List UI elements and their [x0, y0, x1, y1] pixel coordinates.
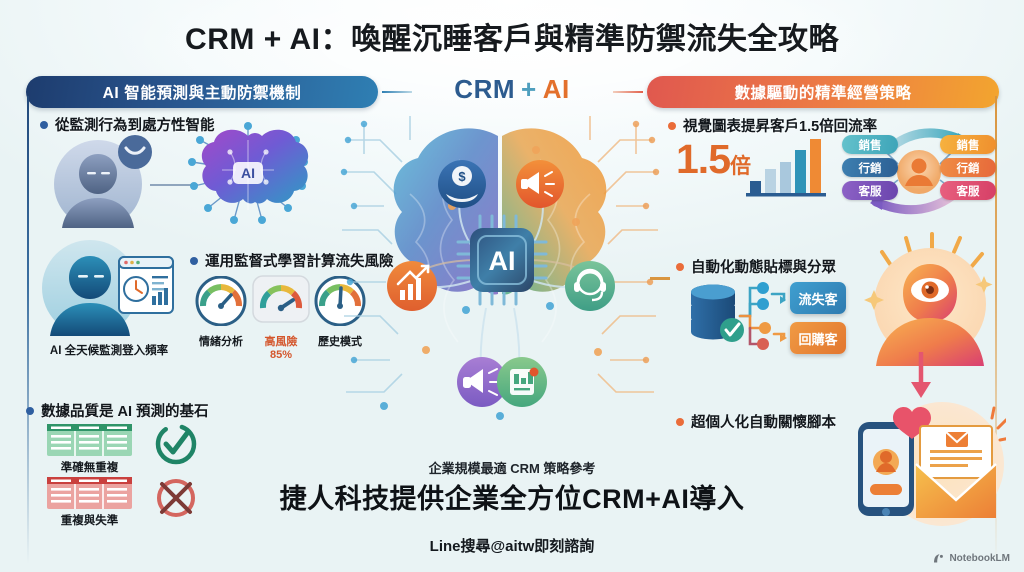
- analytics-doc-icon: [497, 357, 547, 407]
- cycle-left-label-0: 銷售: [858, 139, 882, 152]
- notebooklm-logo-icon: [934, 554, 944, 563]
- left-heading-3-label: 數據品質是 AI 預測的基石: [41, 404, 209, 420]
- cta-headline: 捷人科技提供企業全方位CRM+AI導入: [279, 484, 745, 514]
- stat-number: 1.5: [676, 136, 731, 182]
- brand-plus-text: +: [521, 74, 537, 104]
- cycle-left-label-2: 客服: [858, 185, 882, 198]
- bullet-dot-icon: [676, 262, 684, 271]
- stat-unit: 倍: [730, 155, 751, 178]
- left-section-pill: AI 智能預測與主動防禦機制: [26, 76, 378, 108]
- monitored-customer-icon: [42, 240, 138, 336]
- gauge-risk-value: 85%: [269, 349, 293, 361]
- ai-insight-eye-icon: [864, 232, 993, 366]
- right-heading-1: 視覺圖表提昇客戶1.5倍回流率: [668, 115, 877, 136]
- dirty-data-table-icon: [47, 477, 132, 509]
- left-heading-2: 運用監督式學習計算流失風險: [190, 250, 394, 271]
- right-heading-2-label: 自動化動態貼標與分眾: [691, 260, 836, 276]
- right-heading-3: 超個人化自動關懷腳本: [676, 411, 836, 432]
- megaphone-icon: [516, 160, 564, 208]
- cycle-right-label-2: 客服: [956, 185, 980, 198]
- cycle-left-label-1: 行銷: [858, 162, 882, 175]
- growth-bar-chart: [746, 139, 826, 197]
- cycle-right-item-2: 客服: [940, 181, 996, 200]
- check-circle-icon: [155, 423, 197, 465]
- cycle-right-label-0: 銷售: [956, 139, 980, 152]
- bullet-dot-icon: [40, 120, 48, 129]
- right-heading-3-label: 超個人化自動關懷腳本: [691, 415, 836, 431]
- central-ai-brain-graphic: $: [340, 116, 660, 420]
- dirty-data-caption: 重複與失準: [60, 515, 119, 527]
- retention-multiplier-stat: 1.5倍: [676, 136, 751, 183]
- gauge-sentiment-label: 情緒分析: [199, 336, 243, 348]
- clean-data-table-icon: [47, 424, 132, 456]
- center-brand: CRM+AI: [412, 74, 612, 105]
- gauge-high-risk: 高風險 85%: [252, 274, 310, 361]
- svg-text:$: $: [458, 169, 466, 184]
- cta-subtitle: 企業規模最適 CRM 策略參考: [428, 461, 596, 476]
- left-heading-2-label: 運用監督式學習計算流失風險: [205, 254, 394, 270]
- right-heading-1-label: 視覺圖表提昇客戶1.5倍回流率: [683, 119, 878, 135]
- brand-crm-text: CRM: [454, 74, 516, 104]
- page-title: CRM + AI：喚醒沉睡客戶與精準防禦流失全攻略: [185, 23, 839, 56]
- right-column-divider: [995, 96, 997, 564]
- bullet-dot-icon: [190, 256, 198, 265]
- left-pill-label: AI 智能預測與主動防禦機制: [102, 85, 302, 102]
- gauge-history-label: 歷史模式: [318, 336, 362, 348]
- megaphone-purple-icon: [457, 357, 507, 407]
- cross-circle-icon: [157, 479, 195, 517]
- right-connector-rule: [613, 91, 643, 93]
- svg-text:AI: AI: [489, 246, 516, 276]
- cycle-left-item-2: 客服: [842, 181, 898, 200]
- right-section-pill: 數據驅動的精準經營策略: [647, 76, 999, 108]
- gauge-risk-label: 高風險: [264, 336, 298, 348]
- svg-text:AI: AI: [241, 165, 255, 181]
- left-connector-rule: [382, 91, 412, 93]
- clean-data-caption: 準確無重複: [60, 462, 119, 474]
- gauge-history: 歷史模式: [312, 275, 368, 349]
- bullet-dot-icon: [676, 417, 684, 426]
- bullet-dot-icon: [26, 406, 34, 415]
- notebooklm-watermark: NotebookLM: [933, 553, 1010, 564]
- ai-chip: AI: [456, 214, 548, 306]
- tag-churn-label: 流失客: [798, 291, 838, 307]
- left-heading-3: 數據品質是 AI 預測的基石: [26, 400, 209, 421]
- right-pill-label: 數據驅動的精準經營策略: [734, 85, 912, 102]
- brand-ai-text: AI: [542, 74, 570, 104]
- sleeping-customer-icon: [54, 135, 152, 228]
- cycle-left-item-0: 銷售: [842, 135, 898, 154]
- cycle-right-item-1: 行銷: [940, 158, 996, 177]
- money-hand-icon: $: [438, 160, 486, 208]
- ai-brain-icon: AI: [188, 122, 309, 224]
- monitor-caption: AI 全天候監測登入頻率: [49, 345, 169, 357]
- tag-repeat-label: 回購客: [798, 331, 838, 347]
- right-heading-2: 自動化動態貼標與分眾: [676, 256, 836, 277]
- monitoring-dashboard-icon: [118, 256, 174, 314]
- watermark-label: NotebookLM: [949, 553, 1010, 564]
- tag-repeat-badge: 回購客: [790, 322, 846, 354]
- cta-contact: Line搜尋@aitw即刻諮詢: [429, 538, 595, 555]
- flow-down-arrow-icon: [911, 352, 931, 398]
- left-heading-1-label: 從監測行為到處方性智能: [55, 118, 215, 134]
- gauge-sentiment: 情緒分析: [193, 275, 249, 349]
- growth-chart-icon: [387, 261, 437, 311]
- cycle-right-item-0: 銷售: [940, 135, 996, 154]
- tag-churn-badge: 流失客: [790, 282, 846, 314]
- bullet-dot-icon: [668, 121, 676, 130]
- left-heading-1: 從監測行為到處方性智能: [40, 114, 215, 135]
- headset-support-icon: [565, 261, 615, 311]
- right-section-connector: [650, 277, 670, 280]
- personalized-outreach-icon: [858, 402, 1006, 526]
- left-column-divider: [27, 96, 29, 564]
- database-segmentation-diagram: [691, 282, 787, 350]
- cycle-right-label-1: 行銷: [956, 162, 980, 175]
- cycle-left-item-1: 行銷: [842, 158, 898, 177]
- person-brain-connector: [150, 184, 198, 186]
